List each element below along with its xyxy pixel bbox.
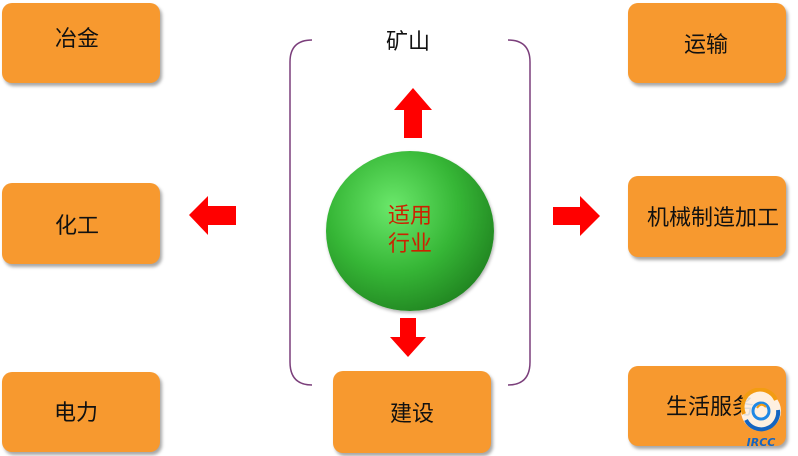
box-metallurgy: 冶金 (2, 3, 160, 83)
arrow-left (189, 196, 236, 235)
box-chemical-label: 化工 (54, 213, 99, 239)
box-transport: 运输 (628, 3, 786, 83)
box-construction-label: 建设 (389, 402, 434, 427)
box-construction: 建设 (333, 371, 491, 453)
box-services-label: 生活服务 (665, 395, 754, 420)
box-machinery: 机械制造加工 (628, 176, 786, 257)
box-transport-label: 运输 (683, 33, 728, 58)
arrow-right (553, 196, 600, 236)
right-bracket (507, 39, 531, 386)
ircc-logo: IRCC (732, 387, 790, 452)
box-metallurgy-label: 冶金 (54, 27, 99, 52)
top-label-mining: 矿山 (386, 30, 431, 55)
arrow-down (390, 318, 426, 357)
arrow-up (394, 88, 432, 138)
box-power-label: 电力 (53, 401, 98, 426)
ircc-logo-text: IRCC (747, 436, 776, 449)
center-label-line1: 适用 (387, 204, 432, 229)
center-label-line2: 行业 (387, 232, 432, 257)
box-chemical: 化工 (2, 183, 160, 264)
box-power: 电力 (2, 372, 160, 452)
box-machinery-label: 机械制造加工 (646, 205, 779, 231)
ircc-logo-icon: IRCC (740, 387, 781, 449)
center-circle: 适用 行业 (326, 151, 494, 311)
left-bracket (289, 39, 313, 386)
